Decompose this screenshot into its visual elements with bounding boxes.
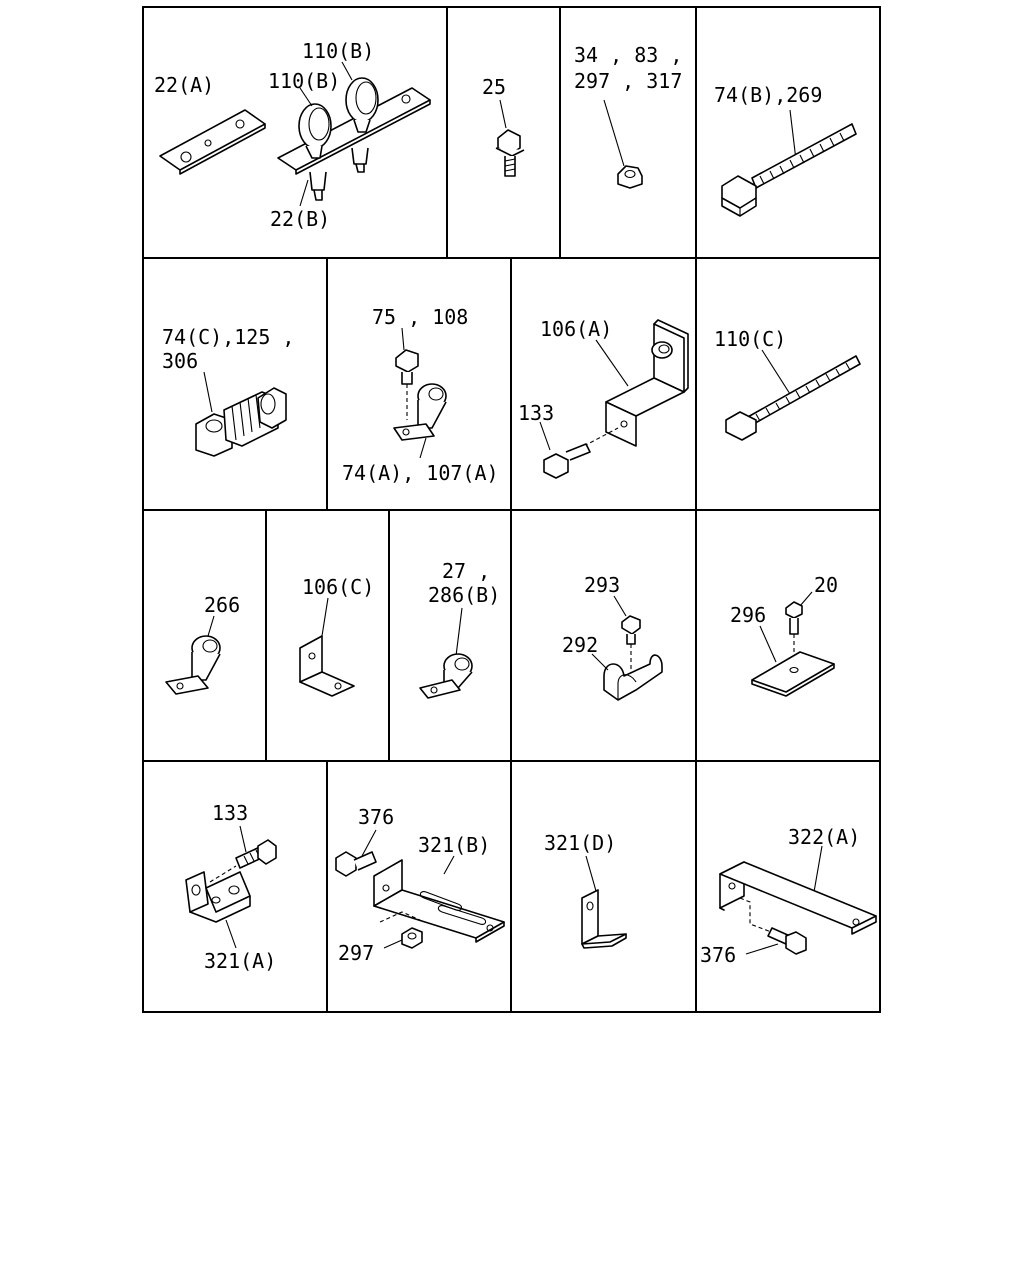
label-321d: 321(D) bbox=[544, 831, 616, 855]
label-321b: 321(B) bbox=[418, 833, 490, 857]
nut bbox=[617, 165, 643, 189]
cable-tie-110c bbox=[725, 355, 861, 441]
bolt-25 bbox=[495, 129, 525, 177]
bolt-75 bbox=[395, 349, 419, 385]
bracket-106a bbox=[605, 319, 689, 447]
label-74c-line2: 306 bbox=[162, 349, 198, 373]
label-nut-line2: 297 , 317 bbox=[574, 69, 682, 93]
label-110b: 110(B) bbox=[268, 69, 340, 93]
label-322a: 322(A) bbox=[788, 825, 860, 849]
label-286b: 286(B) bbox=[428, 583, 500, 607]
bracket-321d bbox=[581, 889, 627, 949]
label-110b-top: 110(B) bbox=[302, 39, 374, 63]
clamp-74a bbox=[393, 383, 447, 441]
clamp-110b-left bbox=[298, 103, 332, 201]
label-292: 292 bbox=[562, 633, 598, 657]
label-376-b: 376 bbox=[700, 943, 736, 967]
cell-bracket-106c: 106(C) bbox=[299, 575, 374, 697]
label-74c-line1: 74(C),125 , bbox=[162, 325, 294, 349]
cell-nut: 34 , 83 , 297 , 317 bbox=[574, 43, 682, 189]
clamp-286b bbox=[419, 653, 473, 699]
screw-293 bbox=[621, 615, 641, 645]
cell-clip-292: 293 292 bbox=[562, 573, 663, 701]
cell-cable-tie-110c: 110(C) bbox=[714, 327, 861, 441]
clamp-266 bbox=[165, 635, 221, 695]
clamp-110b-right bbox=[345, 77, 379, 173]
label-106c: 106(C) bbox=[302, 575, 374, 599]
label-22b: 22(B) bbox=[270, 207, 330, 231]
bolt-133-b bbox=[235, 839, 277, 869]
bolt-376-b bbox=[767, 927, 807, 955]
label-25: 25 bbox=[482, 75, 506, 99]
bracket-322a bbox=[719, 861, 877, 935]
plate-296 bbox=[751, 651, 835, 697]
bracket-321a bbox=[185, 871, 251, 923]
label-20: 20 bbox=[814, 573, 838, 597]
cell-clamp-74a: 75 , 108 74(A), 107(A) bbox=[342, 305, 499, 485]
label-22a: 22(A) bbox=[154, 73, 214, 97]
cell-bracket-322a: 322(A) 376 bbox=[700, 825, 877, 967]
grid-lines bbox=[142, 6, 881, 1013]
label-321a: 321(A) bbox=[204, 949, 276, 973]
cell-bolt-25: 25 bbox=[482, 75, 525, 177]
cell-plate-clamps: 22(A) 110(B) 110(B) 22(B) bbox=[154, 39, 431, 231]
cell-clamp-266: 266 bbox=[165, 593, 240, 695]
label-nut-line1: 34 , 83 , bbox=[574, 43, 682, 67]
label-75-108: 75 , 108 bbox=[372, 305, 468, 329]
bolt-133 bbox=[543, 443, 591, 479]
cell-cable-tie-74b: 74(B),269 bbox=[714, 83, 857, 217]
label-110c: 110(C) bbox=[714, 327, 786, 351]
nut-297 bbox=[401, 927, 423, 949]
label-74a-107a: 74(A), 107(A) bbox=[342, 461, 499, 485]
label-74b-269: 74(B),269 bbox=[714, 83, 822, 107]
cable-tie-74b bbox=[721, 123, 857, 217]
plate-22a bbox=[159, 109, 266, 175]
bolt-376 bbox=[335, 851, 377, 877]
label-106a: 106(A) bbox=[540, 317, 612, 341]
label-133: 133 bbox=[518, 401, 554, 425]
cell-bracket-106a: 106(A) 133 bbox=[518, 317, 689, 479]
cell-plate-296: 20 296 bbox=[730, 573, 838, 697]
label-27: 27 , bbox=[442, 559, 490, 583]
label-293: 293 bbox=[584, 573, 620, 597]
label-266: 266 bbox=[204, 593, 240, 617]
label-297: 297 bbox=[338, 941, 374, 965]
cell-clamp-286b: 27 , 286(B) bbox=[419, 559, 500, 699]
clip-74c bbox=[195, 387, 287, 457]
label-296: 296 bbox=[730, 603, 766, 627]
clip-292 bbox=[603, 654, 663, 701]
cell-bracket-321d: 321(D) bbox=[544, 831, 627, 949]
bracket-321b bbox=[373, 859, 505, 943]
cell-clip-74c: 74(C),125 , 306 bbox=[162, 325, 294, 457]
bolt-20 bbox=[785, 601, 803, 635]
cell-bracket-321b: 376 321(B) 297 bbox=[335, 805, 505, 965]
cell-bracket-321a: 133 321(A) bbox=[185, 801, 277, 973]
label-133-b: 133 bbox=[212, 801, 248, 825]
bracket-106c bbox=[299, 635, 355, 697]
label-376: 376 bbox=[358, 805, 394, 829]
